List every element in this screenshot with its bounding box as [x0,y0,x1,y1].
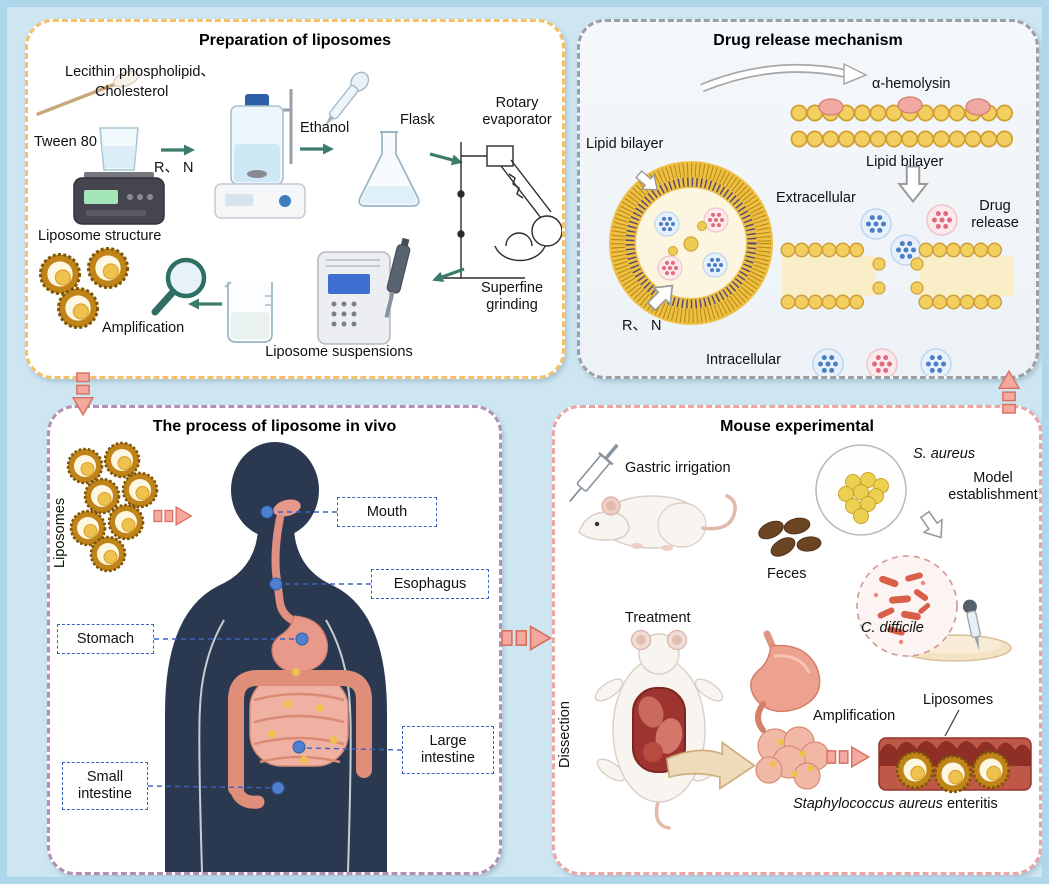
dropper-icon [324,71,370,127]
liposome-site-dots [260,505,309,795]
amplification-arrow [826,746,870,768]
liposome-icon [56,286,100,330]
c-difficile-label: C. difficile [861,620,924,636]
liposome-icon [83,477,121,515]
flask-icon [358,131,420,207]
mouse-title: Mouse experimental [720,418,874,435]
lipid-bilayer-right-label: Lipid bilayer [866,154,944,170]
flask-label: Flask [400,112,435,128]
release-down-arrow [898,165,928,203]
label-connectors [147,511,403,789]
mouse-illustration [569,443,1032,830]
drug-release-illustration [609,62,1029,376]
syringe-icon [569,443,619,503]
extracellular-label: Extracellular [776,190,856,206]
panel-preparation: Preparation of liposomes [25,19,565,379]
treatment-label: Treatment [625,610,691,626]
liposomes-label: Liposomes [923,692,994,708]
drug-particle-blue [860,208,892,240]
liposome-icon [121,471,159,509]
drug-release-label: Drug release [971,198,1019,232]
suspensions-label: Liposome suspensions [265,344,413,360]
amplification-label: Amplification [813,708,896,724]
drug-release-title: Drug release mechanism [713,32,903,49]
big-liposome-icon [609,161,773,325]
liposome-icon [66,447,104,485]
rotary-evaporator-icon [441,142,562,279]
small-intestine-tag: Small intestine [62,762,148,810]
magnifier-icon [151,257,207,316]
drug-particle-pink [926,204,958,236]
balance-scale-icon [73,127,165,225]
liposome-icon [107,503,145,541]
mouth-tag: Mouth [337,497,437,527]
feces-label: Feces [767,566,807,582]
intestinal-wall-icon [878,737,1032,794]
dissected-mouse-icon [594,629,724,830]
ethanol-label: Ethanol [300,120,350,136]
enteritis-label: Staphylococcus aureus enteritis [793,796,1038,813]
tween-label: Tween 80 [34,134,97,150]
swab-icon [36,70,140,116]
curved-arrow-icon [700,62,868,93]
intracellular-label: Intracellular [706,352,781,368]
preparation-illustration [36,70,562,345]
dropper-icon [962,599,981,651]
step-arrow-5 [186,296,224,312]
in-vivo-illustration [66,441,403,872]
step-arrow-2 [298,141,336,157]
gastric-irrigation-label: Gastric irrigation [625,460,731,476]
s-aureus-label: S. aureus [913,446,976,462]
lipid-bilayer-membrane-icon [790,96,1029,148]
s-aureus-colony-icon [815,444,907,536]
c-difficile-icon [856,555,958,657]
panel-drug-release: Drug release mechanism [577,19,1039,379]
liposomes-pointer-line [944,709,960,737]
stomach-tag: Stomach [57,624,154,654]
mouse-icon [578,494,737,551]
intake-arrow [153,506,193,526]
liposome-icon [89,535,127,573]
grinding-probe-icon [384,237,411,318]
magnetic-stirrer-icon [214,89,306,219]
rn-label: R、 N [154,160,194,176]
structure-label: Liposome structure [38,228,162,244]
superfine-label: Superfine grinding [480,280,544,314]
enteritis-species: Staphylococcus aureus [793,796,943,812]
liposome-icon [103,441,141,479]
preparation-title: Preparation of liposomes [198,32,392,49]
lipid-bilayer-left-label: Lipid bilayer [586,136,664,152]
liposome-icon [86,246,130,290]
panel-mouse-experimental: Mouse experimental [552,405,1042,875]
homogenizer-icon [317,237,411,345]
flow-arrow-invivo-to-mouse [501,625,552,651]
ingredients-label-line2: Cholesterol [95,84,169,100]
suspension-beaker-icon [224,281,273,343]
feces-icon [758,517,822,557]
dissection-vertical-label: Dissection [557,701,573,768]
liposomes-vertical-label: Liposomes [52,497,68,568]
alpha-hemolysin-label: α-hemolysin [872,76,951,92]
model-arrow [915,507,951,545]
esophagus-tag: Esophagus [371,569,489,599]
large-intestine-tag: Large intestine [402,726,494,774]
drug-particle-blue [812,348,844,376]
amplification-label: Amplification [102,320,185,336]
model-establishment-label: Model establishment [948,470,1038,504]
rotary-label: Rotary evaporator [482,95,552,129]
transfer-arrow-icon [666,740,756,791]
enteritis-suffix: enteritis [942,796,998,812]
stomach-intestine-icon [750,630,830,790]
step-arrow-3 [426,147,466,170]
rn-label: R、 N [622,318,662,334]
step-arrow-1 [159,142,197,158]
drug-particle-blue [920,348,952,376]
drug-particle-pink [866,348,898,376]
membrane-pore-icon [780,242,1016,310]
panel-liposome-in-vivo: The process of liposome in vivo [47,405,502,875]
in-vivo-title: The process of liposome in vivo [152,418,397,435]
ingredients-label-line1: Lecithin phospholipid、 [65,64,215,80]
